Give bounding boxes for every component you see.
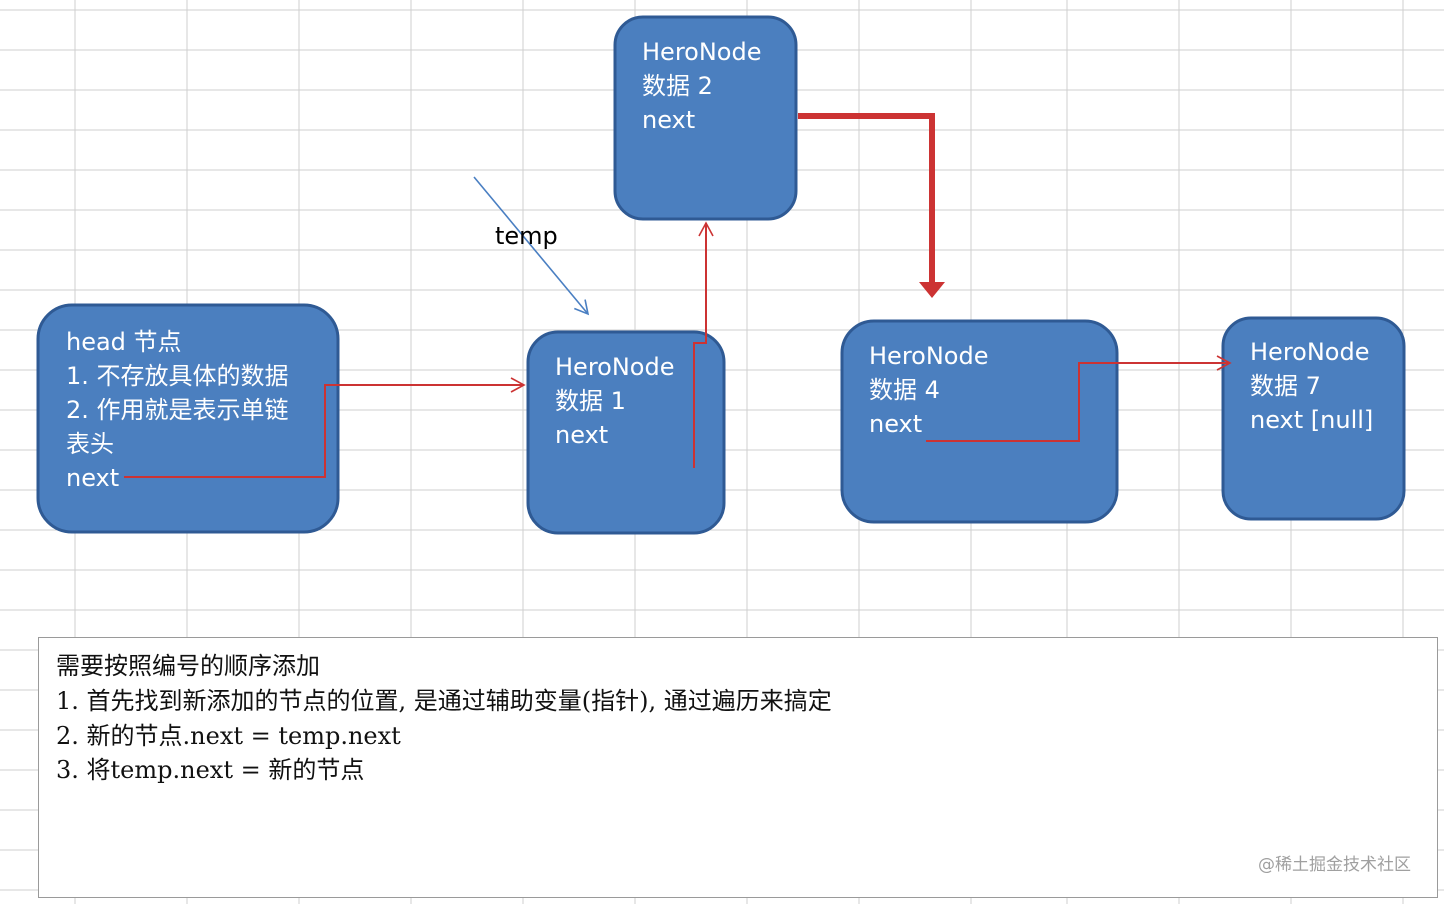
node1-to-node2-arrow xyxy=(693,221,714,468)
node-1-title: HeroNode xyxy=(555,353,675,381)
node-4-title: HeroNode xyxy=(869,342,989,370)
head-to-node1-arrow xyxy=(124,377,526,478)
node-7-next: next [null] xyxy=(1250,406,1374,434)
node-2-data: 数据 2 xyxy=(642,72,713,100)
head-node-box xyxy=(36,303,340,534)
node-1-text: HeroNode 数据 1 next xyxy=(555,350,674,452)
node-4-next: next xyxy=(869,410,923,438)
head-node-note-3: 表头 xyxy=(66,430,114,458)
head-node-note-2: 2. 作用就是表示单链 xyxy=(66,396,289,424)
temp-pointer-label: temp xyxy=(495,222,558,250)
node-2-next: next xyxy=(642,106,696,134)
notes-step-2: 2. 新的节点.next = temp.next xyxy=(56,722,401,750)
node-2-title: HeroNode xyxy=(642,38,762,66)
node-2-box xyxy=(613,15,798,221)
head-node-note-1: 1. 不存放具体的数据 xyxy=(66,362,289,390)
node-2-text: HeroNode 数据 2 next xyxy=(642,35,761,137)
node-4-text: HeroNode 数据 4 next xyxy=(869,339,988,441)
node-1-data: 数据 1 xyxy=(555,387,626,415)
node-7-title: HeroNode xyxy=(1250,338,1370,366)
node-4-box xyxy=(840,319,1119,524)
node-4-data: 数据 4 xyxy=(869,376,940,404)
node-1-box xyxy=(526,330,726,535)
watermark: @稀土掘金技术社区 xyxy=(1258,855,1411,875)
node4-to-node7-arrow xyxy=(926,355,1232,442)
notes-heading: 需要按照编号的顺序添加 xyxy=(56,652,320,680)
temp-pointer-arrow xyxy=(473,176,590,316)
notes-box: 需要按照编号的顺序添加 1. 首先找到新添加的节点的位置, 是通过辅助变量(指针… xyxy=(38,637,1438,898)
node-7-data: 数据 7 xyxy=(1250,372,1321,400)
head-node-text: head 节点 1. 不存放具体的数据 2. 作用就是表示单链 表头 next xyxy=(66,325,289,495)
head-node-title: head 节点 xyxy=(66,328,182,356)
node-7-box xyxy=(1221,316,1406,521)
notes-step-1: 1. 首先找到新添加的节点的位置, 是通过辅助变量(指针), 通过遍历来搞定 xyxy=(56,687,832,715)
head-node-next: next xyxy=(66,464,120,492)
node2-to-node4-arrow xyxy=(798,113,945,298)
node-7-text: HeroNode 数据 7 next [null] xyxy=(1250,335,1373,437)
node-1-next: next xyxy=(555,421,609,449)
notes-step-3: 3. 将temp.next = 新的节点 xyxy=(56,756,365,784)
